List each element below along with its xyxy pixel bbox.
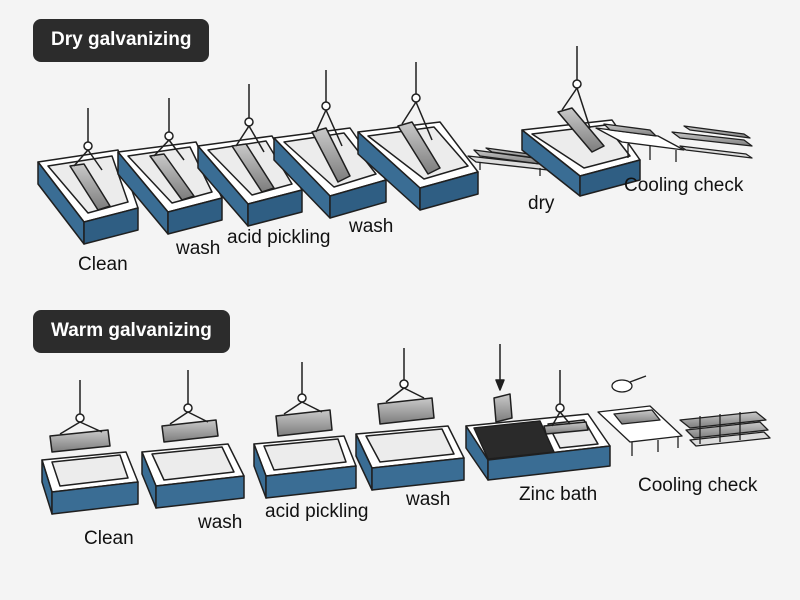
warm-step-label: wash	[406, 489, 451, 510]
dry-galvanizing-title: Dry galvanizing	[33, 19, 210, 62]
warm-tank-clean	[41, 380, 139, 515]
warm-tank-zinc-bath	[465, 344, 611, 481]
warm-step-label: Zinc bath	[519, 484, 598, 505]
dry-step-label: Cooling check	[624, 175, 744, 196]
warm-step-label: wash	[198, 512, 243, 533]
dry-tank-clean	[37, 108, 139, 245]
warm-step-label: acid pickling	[265, 501, 369, 522]
warm-tank-wash-2	[355, 348, 465, 491]
warm-finished-beams	[679, 411, 771, 447]
dry-step-label: wash	[349, 216, 394, 237]
warm-cooling-table	[597, 375, 683, 456]
warm-step-label: Cooling check	[638, 475, 758, 496]
warm-tank-acid-pickling	[253, 362, 357, 499]
dry-cooling-table	[595, 123, 753, 162]
dry-step-label: dry	[528, 193, 555, 214]
dry-tank-wash-1	[117, 98, 223, 235]
dry-tank-dry	[357, 62, 479, 211]
warm-tank-wash-1	[141, 370, 245, 509]
dry-step-label: acid pickling	[227, 227, 331, 248]
dry-step-label: Clean	[78, 254, 128, 275]
dry-step-label: wash	[176, 238, 221, 259]
warm-step-label: Clean	[84, 528, 134, 549]
warm-galvanizing-title: Warm galvanizing	[33, 310, 230, 353]
